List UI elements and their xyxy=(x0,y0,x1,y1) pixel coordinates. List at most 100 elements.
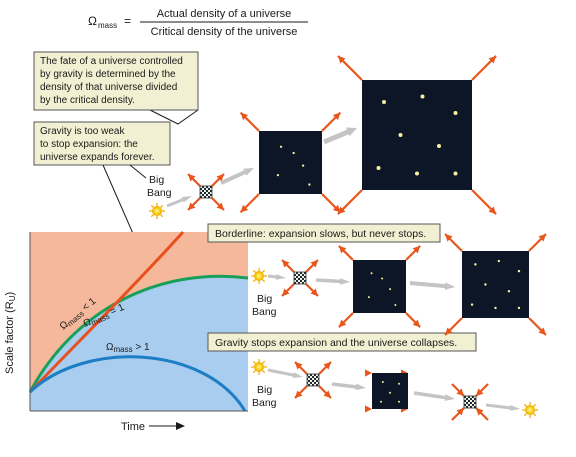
svg-text:Big: Big xyxy=(149,174,164,186)
collapse-callout-box xyxy=(207,332,477,352)
universe-flat-medium-box xyxy=(353,260,406,313)
seed-universe-open-arrow-1-head xyxy=(216,174,224,182)
seed-universe-closed-arrow-1 xyxy=(318,361,332,375)
universe-closed-max-arrow-0-head xyxy=(365,369,372,377)
universe-flat-large-arrow-3 xyxy=(528,317,547,336)
universe-closed-max-galaxy-3 xyxy=(380,400,382,403)
gray-arrow-flat-3 xyxy=(409,281,455,290)
universe-open-medium-arrow-0-head xyxy=(240,112,249,121)
scale-factor-graph: Ωmass < 1 Ωmass = 1 Ωmass > 1 Scale fact… xyxy=(4,230,249,433)
sun-closed-ray-5 xyxy=(252,360,256,364)
closed-universe-curve xyxy=(28,355,247,412)
universe-open-medium-arrow-0 xyxy=(239,111,260,132)
fate-callout-pointer xyxy=(149,109,199,125)
sun-flat xyxy=(251,268,267,284)
fate-callout-line-2: by gravity is determined by the xyxy=(40,69,176,80)
sun-flat-core xyxy=(254,271,264,281)
label-omega-greater-than-one: Ωmass > 1 xyxy=(106,342,150,354)
seed-universe-flat-arrow-1 xyxy=(305,259,319,273)
universe-flat-large-galaxy-3 xyxy=(484,283,487,286)
seed-universe-open-arrow-3-head xyxy=(216,202,224,210)
fate-callout: The fate of a universe controlled by gra… xyxy=(33,51,199,125)
seed-universe-closed-arrow-1-head xyxy=(323,362,331,370)
universe-flat-medium-arrow-2-head xyxy=(338,319,347,328)
universe-flat-large-galaxy-7 xyxy=(517,306,521,310)
sun-crunch-ray-3 xyxy=(523,413,527,417)
big-bang-label-open: Big Bang xyxy=(147,174,172,199)
universe-open-medium-galaxy-1 xyxy=(301,164,305,167)
seed-universe-flat-arrow-2 xyxy=(281,283,295,297)
universe-open-large-galaxy-5 xyxy=(376,166,381,170)
collapse-callout-text: Gravity stops expansion and the universe… xyxy=(215,337,457,349)
seed-universe-open-arrow-1 xyxy=(211,173,225,187)
universe-open-large-arrow-1 xyxy=(471,55,497,81)
universe-flat-medium-arrow-0-head xyxy=(338,245,347,254)
universe-open-medium-arrow-2 xyxy=(239,193,260,214)
seed-universe-crunch-arrow-3-head xyxy=(476,408,484,416)
seed-universe-closed-arrow-2-head xyxy=(295,390,303,398)
time-arrow-head xyxy=(176,422,185,430)
universe-open-medium-arrow-3-head xyxy=(332,204,341,213)
sun-crunch-ray-5 xyxy=(523,403,527,407)
universe-open-large-arrow-3 xyxy=(471,189,497,215)
universe-closed-max-arrow-2-head xyxy=(365,405,372,413)
sun-open-ray-3 xyxy=(150,214,154,218)
weak-gravity-line-2: to stop expansion: the xyxy=(40,139,138,150)
universe-closed-max-box xyxy=(372,373,408,409)
gray-arrow-closed-3 xyxy=(413,391,455,401)
universe-open-medium-arrow-1-head xyxy=(332,112,341,121)
universe-open-large-galaxy-0 xyxy=(382,100,386,104)
seed-universe-closed-arrow-3-head xyxy=(323,390,331,398)
seed-universe-open-arrow-2 xyxy=(187,197,201,211)
seed-universe-closed-arrow-2 xyxy=(294,385,308,399)
universe-flat-large-arrow-0 xyxy=(444,233,463,252)
sun-closed-core xyxy=(254,362,264,372)
universe-open-large-arrow-1-head xyxy=(488,55,497,64)
fate-callout-line-1: The fate of a universe controlled xyxy=(40,56,183,67)
universe-open-medium-arrow-1 xyxy=(321,111,342,132)
universe-flat-medium-arrow-3-head xyxy=(412,319,421,328)
weak-gravity-line-3: universe expands forever. xyxy=(40,152,155,163)
universe-open-medium-arrow-2-head xyxy=(240,204,249,213)
seed-universe-flat-arrow-3 xyxy=(305,283,319,297)
seed-universe-flat-arrow-1-head xyxy=(310,260,318,268)
sun-closed-ray-3 xyxy=(252,370,256,374)
fate-callout-line-4: by the critical density. xyxy=(40,95,135,106)
universe-flat-medium-arrow-2 xyxy=(338,312,354,328)
universe-flat-medium-galaxy-2 xyxy=(367,296,370,299)
seed-universe-crunch xyxy=(451,383,489,421)
borderline-callout: Borderline: expansion slows, but never s… xyxy=(207,223,441,243)
sun-open xyxy=(149,203,165,219)
universe-flat-medium-arrow-3 xyxy=(405,312,421,328)
svg-text:Bang: Bang xyxy=(252,397,277,409)
universe-open-large-arrow-2 xyxy=(337,189,363,215)
universe-flat-large-galaxy-1 xyxy=(497,259,501,263)
universe-closed-max-arrow-2 xyxy=(365,405,372,413)
gray-arrow-closed-1 xyxy=(267,368,303,378)
universe-flat-large xyxy=(444,233,547,336)
universe-open-large-arrow-0-head xyxy=(337,55,346,64)
formula-omega-subscript: mass xyxy=(98,21,117,30)
universe-open-large-galaxy-1 xyxy=(420,94,425,99)
sun-closed-ray-7 xyxy=(262,360,266,364)
universe-flat-large-arrow-2 xyxy=(444,317,463,336)
seed-universe-crunch-arrow-2-head xyxy=(456,408,464,416)
x-axis-label: Time xyxy=(121,421,145,433)
universe-open-medium-galaxy-2 xyxy=(276,173,280,177)
gray-arrow-flat-1 xyxy=(267,274,286,280)
seed-universe-flat-arrow-3-head xyxy=(310,288,318,296)
omega-formula: Ω mass = Actual density of a universe Cr… xyxy=(88,8,308,38)
seed-universe-crunch-arrow-1 xyxy=(475,383,489,397)
gray-arrow-open-1 xyxy=(166,196,192,208)
seed-universe-open xyxy=(187,173,225,211)
gray-arrow-closed-2 xyxy=(331,382,366,391)
seed-universe-open-arrow-0-head xyxy=(188,174,196,182)
weak-gravity-line-1: Gravity is too weak xyxy=(40,126,125,137)
sun-closed-ray-1 xyxy=(262,370,266,374)
big-bang-label-flat: Big Bang xyxy=(252,293,277,318)
svg-text:Bang: Bang xyxy=(252,306,277,318)
seed-universe-closed-box xyxy=(306,373,320,387)
formula-equals: = xyxy=(124,14,131,28)
sun-crunch xyxy=(522,402,538,418)
universe-flat-large-arrow-1-head xyxy=(538,234,546,242)
